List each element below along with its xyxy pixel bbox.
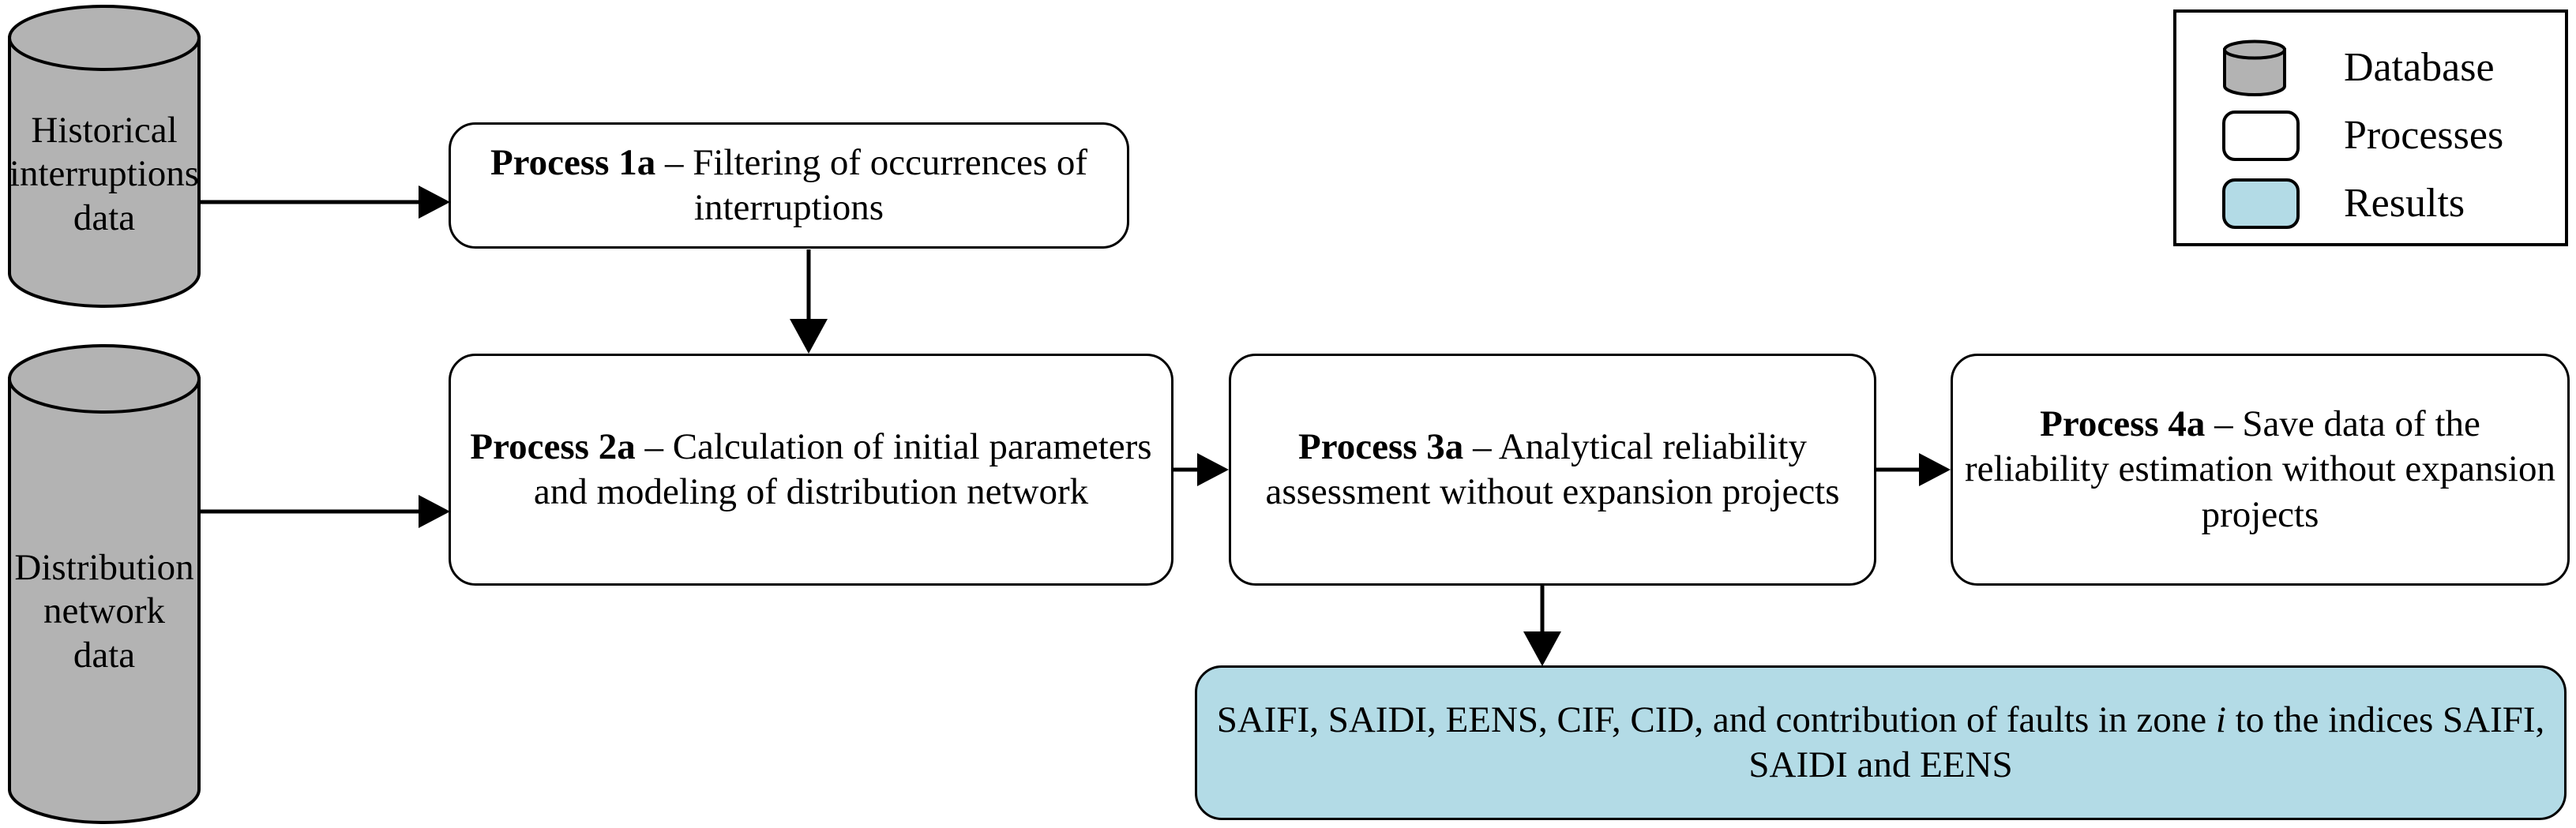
arrow-head <box>419 495 450 528</box>
results-box[interactable]: SAIFI, SAIDI, EENS, CIF, CID, and contri… <box>1195 665 2567 820</box>
legend-label-database: Database <box>2344 45 2495 90</box>
results-label: SAIFI, SAIDI, EENS, CIF, CID, and contri… <box>1208 698 2553 789</box>
process-4a-desc: Save data of the reliability estimation … <box>1965 403 2555 535</box>
legend-item-processes: Processes <box>2222 110 2554 162</box>
arrow-head <box>1523 631 1561 666</box>
results-zone-index: i <box>2215 699 2226 740</box>
cylinder-shape <box>8 344 201 824</box>
arrow-shaft <box>1876 467 1922 472</box>
process-3a-title: Process 3a <box>1298 425 1464 467</box>
process-1a-label: Process 1a – Filtering of occurrences of… <box>462 140 1116 231</box>
process-2a-dash: – <box>635 425 673 467</box>
results-text-part1: SAIFI, SAIDI, EENS, CIF, CID, and contri… <box>1216 699 2216 740</box>
process-2a-desc: Calculation of initial parameters and mo… <box>533 425 1152 512</box>
legend-swatch-results <box>2222 178 2300 229</box>
database-distribution-network-data: Distribution network data <box>6 343 202 826</box>
process-1a-desc: Filtering of occurrences of interruption… <box>693 141 1088 228</box>
arrow-historical-to-process-1a <box>197 185 450 219</box>
database-historical-interruptions-data: Historical interruptions data <box>6 3 202 308</box>
arrow-process-3a-to-results <box>1523 586 1561 666</box>
process-1a-dash: – <box>655 141 693 183</box>
arrow-process-2a-to-process-3a <box>1173 452 1229 487</box>
arrow-head <box>790 319 828 354</box>
results-text-part2: to the indices SAIFI, SAIDI and EENS <box>1748 699 2545 785</box>
arrow-head <box>1919 453 1951 486</box>
process-3a-dash: – <box>1463 425 1499 467</box>
legend-label-processes: Processes <box>2344 113 2504 158</box>
process-4a-dash: – <box>2205 403 2243 444</box>
arrow-shaft <box>806 249 811 322</box>
arrow-shaft <box>197 200 420 204</box>
arrow-process-3a-to-process-4a <box>1876 452 1951 487</box>
process-2a-title: Process 2a <box>470 425 636 467</box>
legend-swatch-processes <box>2222 111 2300 161</box>
cylinder-icon <box>2223 39 2286 96</box>
process-2a-label: Process 2a – Calculation of initial para… <box>462 425 1160 515</box>
process-3a-box[interactable]: Process 3a – Analytical reliability asse… <box>1229 354 1876 586</box>
process-4a-title: Process 4a <box>2040 403 2206 444</box>
legend-swatch-database <box>2222 39 2287 96</box>
process-2a-box[interactable]: Process 2a – Calculation of initial para… <box>449 354 1173 586</box>
arrow-shaft <box>1540 586 1545 635</box>
legend-item-database: Database <box>2222 36 2554 99</box>
legend-item-results: Results <box>2222 178 2554 230</box>
process-3a-label: Process 3a – Analytical reliability asse… <box>1242 425 1863 515</box>
process-1a-box[interactable]: Process 1a – Filtering of occurrences of… <box>449 122 1129 249</box>
arrow-distribution-to-process-2a <box>197 494 450 529</box>
arrow-shaft <box>1173 467 1200 472</box>
process-4a-label: Process 4a – Save data of the reliabilit… <box>1964 402 2556 538</box>
legend-label-results: Results <box>2344 181 2465 226</box>
legend-box: Database Processes Results <box>2173 9 2568 246</box>
arrow-head <box>1197 453 1229 486</box>
arrow-head <box>419 185 450 219</box>
arrow-process-1a-to-process-2a <box>790 249 828 354</box>
process-1a-title: Process 1a <box>490 141 656 183</box>
arrow-shaft <box>197 509 420 514</box>
process-3a-desc: Analytical reliability assessment withou… <box>1265 425 1840 512</box>
process-4a-box[interactable]: Process 4a – Save data of the reliabilit… <box>1951 354 2570 586</box>
cylinder-shape <box>8 5 201 308</box>
